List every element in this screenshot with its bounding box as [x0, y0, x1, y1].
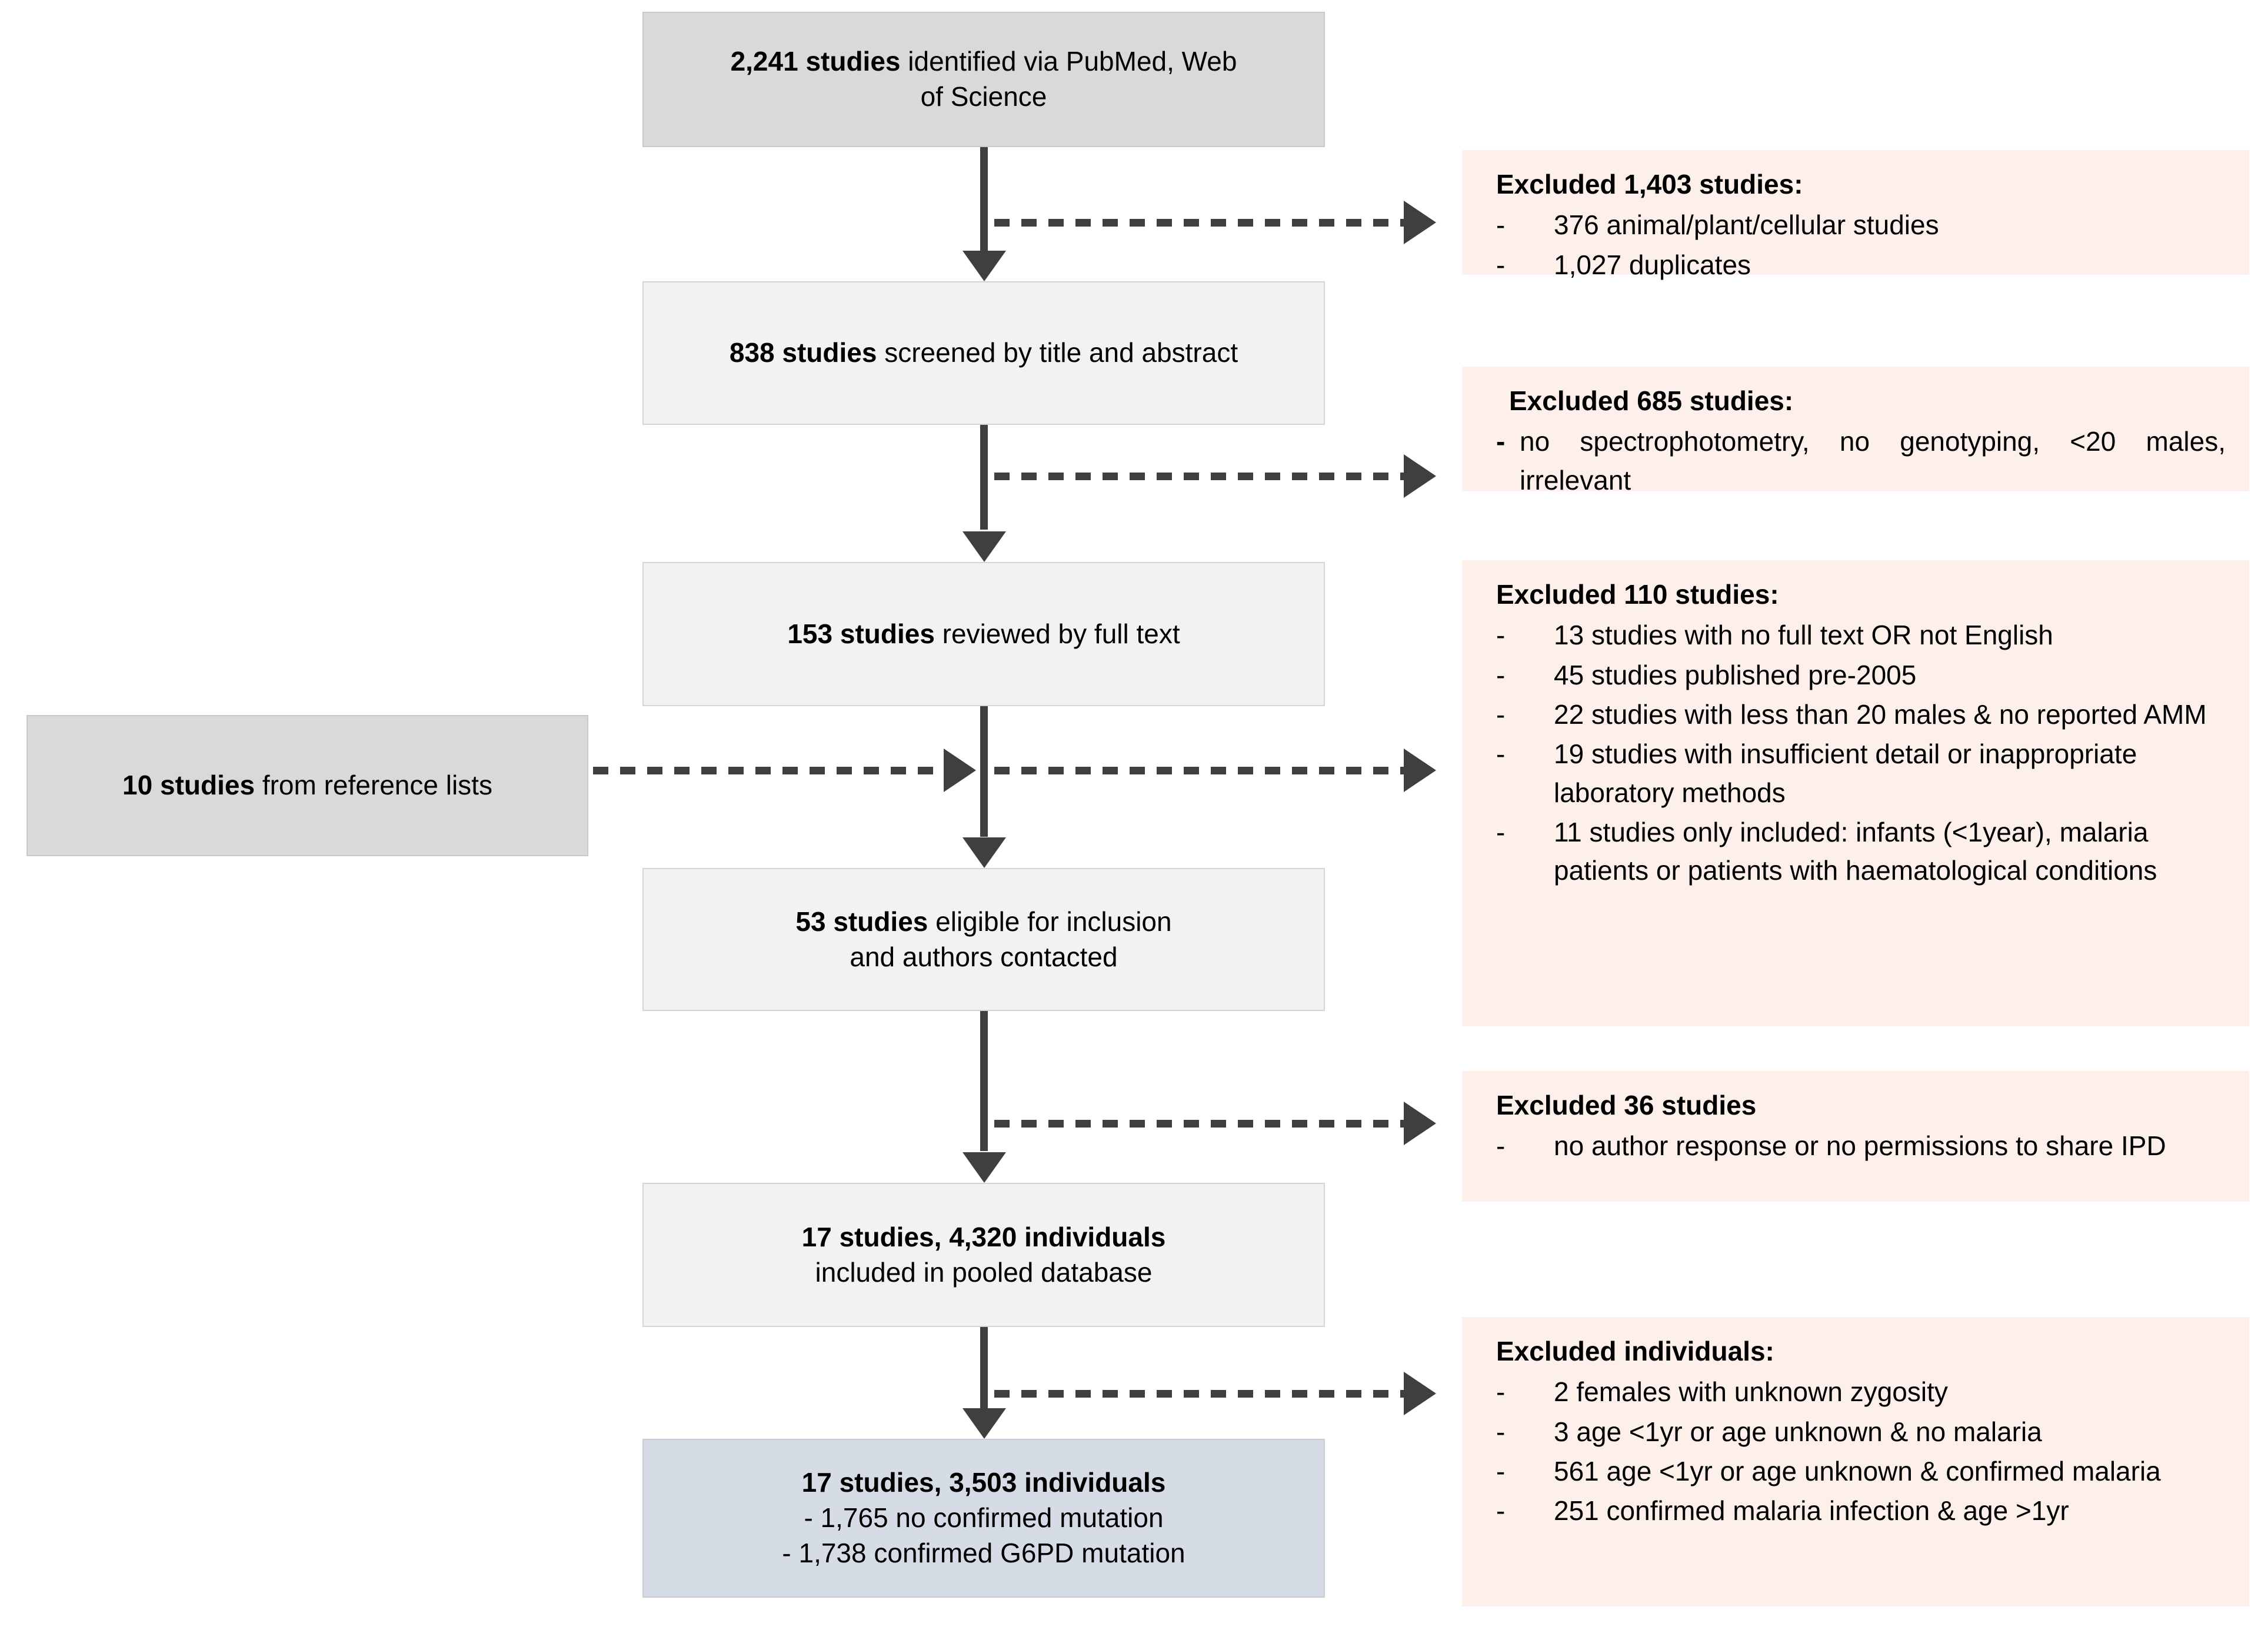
flow-box-pooled-line-2: included in pooled database	[815, 1256, 1153, 1288]
flow-box-eligible: 53 studies eligible for inclusion and au…	[642, 868, 1325, 1011]
flow-box-reference-lists: 10 studies from reference lists	[26, 715, 588, 856]
exclusion-title-excluded-1403: Excluded 1,403 studies:	[1496, 169, 1803, 199]
flow-box-identified-line-1: 2,241 studies identified via PubMed, Web	[730, 46, 1237, 77]
dashed-connector-reference-lists	[593, 767, 946, 774]
exclusion-list-excluded-1403: 376 animal/plant/cellular studies 1,027 …	[1496, 206, 2226, 284]
list-item: 2 females with unknown zygosity	[1496, 1373, 2226, 1412]
exclusion-list-excluded-individuals: 2 females with unknown zygosity 3 age <1…	[1496, 1373, 2226, 1531]
flow-box-eligible-line-1: 53 studies eligible for inclusion	[795, 906, 1172, 937]
exclusion-list-excluded-685: no spectrophotometry, no genotyping, <20…	[1496, 423, 2226, 500]
arrowhead-down-final	[963, 1408, 1006, 1439]
dashed-connector-excluded-individuals	[994, 1390, 1406, 1398]
dashed-connector-excluded-110	[994, 767, 1406, 774]
connector-eligible-to-pooled	[980, 1011, 988, 1151]
list-item: 561 age <1yr or age unknown & confirmed …	[1496, 1452, 2226, 1491]
dashed-connector-excluded-1403	[994, 219, 1406, 227]
exclusion-title-excluded-110: Excluded 110 studies:	[1496, 579, 1779, 610]
list-item: 11 studies only included: infants (<1yea…	[1496, 813, 2226, 890]
flow-box-final-line-1: 17 studies, 3,503 individuals	[801, 1467, 1166, 1498]
flow-box-reference-lists-line-1: 10 studies from reference lists	[122, 770, 492, 801]
exclusion-box-excluded-individuals: Excluded individuals: 2 females with unk…	[1462, 1317, 2249, 1607]
list-item: 3 age <1yr or age unknown & no malaria	[1496, 1413, 2226, 1452]
arrowhead-down-pooled	[963, 1152, 1006, 1183]
exclusion-box-excluded-110: Excluded 110 studies: 13 studies with no…	[1462, 560, 2249, 1026]
flow-box-screened-line-1: 838 studies screened by title and abstra…	[729, 337, 1238, 368]
list-item: 13 studies with no full text OR not Engl…	[1496, 616, 2226, 655]
exclusion-title-excluded-36: Excluded 36 studies	[1496, 1090, 1757, 1120]
connector-full-text-to-eligible	[980, 706, 988, 837]
flow-box-final-line-3: - 1,738 confirmed G6PD mutation	[782, 1537, 1185, 1568]
dashed-connector-excluded-685	[994, 473, 1406, 480]
exclusion-title-excluded-685: Excluded 685 studies:	[1509, 385, 1794, 416]
exclusion-title-excluded-individuals: Excluded individuals:	[1496, 1336, 1774, 1366]
list-item: 376 animal/plant/cellular studies	[1496, 206, 2226, 245]
arrowhead-right-excluded-1403	[1404, 201, 1436, 244]
list-item: 1,027 duplicates	[1496, 246, 2226, 285]
flow-box-eligible-line-2: and authors contacted	[850, 941, 1118, 972]
list-item: 22 studies with less than 20 males & no …	[1496, 696, 2226, 734]
arrowhead-right-excluded-individuals	[1404, 1372, 1436, 1415]
exclusion-list-excluded-36: no author response or no permissions to …	[1496, 1127, 2226, 1166]
flow-box-full-text-line-1: 153 studies reviewed by full text	[787, 618, 1180, 649]
flow-box-screened: 838 studies screened by title and abstra…	[642, 281, 1325, 425]
flow-box-final: 17 studies, 3,503 individuals - 1,765 no…	[642, 1439, 1325, 1598]
arrowhead-down-screened	[963, 251, 1006, 281]
flow-box-pooled: 17 studies, 4,320 individuals included i…	[642, 1183, 1325, 1327]
connector-pooled-to-final	[980, 1327, 988, 1408]
exclusion-box-excluded-685: Excluded 685 studies: no spectrophotomet…	[1462, 367, 2249, 495]
arrowhead-down-full-text	[963, 531, 1006, 562]
list-item: 251 confirmed malaria infection & age >1…	[1496, 1492, 2226, 1531]
arrowhead-down-eligible	[963, 837, 1006, 868]
exclusion-list-excluded-110: 13 studies with no full text OR not Engl…	[1496, 616, 2226, 890]
connector-screened-to-full-text	[980, 425, 988, 530]
flow-box-identified-line-2: of Science	[920, 81, 1047, 112]
list-item: no author response or no permissions to …	[1496, 1127, 2226, 1166]
connector-identified-to-screened	[980, 147, 988, 254]
arrowhead-right-excluded-110	[1404, 749, 1436, 792]
exclusion-box-excluded-1403: Excluded 1,403 studies: 376 animal/plant…	[1462, 150, 2249, 284]
dashed-connector-excluded-36	[994, 1120, 1406, 1128]
arrowhead-right-excluded-685	[1404, 454, 1436, 498]
flow-box-full-text: 153 studies reviewed by full text	[642, 562, 1325, 706]
list-item: 45 studies published pre-2005	[1496, 656, 2226, 695]
arrowhead-right-reference-lists	[944, 749, 976, 792]
list-item: 19 studies with insufficient detail or i…	[1496, 735, 2226, 812]
exclusion-box-excluded-36: Excluded 36 studies no author response o…	[1462, 1071, 2249, 1202]
flow-box-pooled-line-1: 17 studies, 4,320 individuals	[801, 1221, 1166, 1252]
flow-box-identified: 2,241 studies identified via PubMed, Web…	[642, 12, 1325, 147]
list-item: no spectrophotometry, no genotyping, <20…	[1496, 423, 2226, 500]
flow-box-final-line-2: - 1,765 no confirmed mutation	[804, 1502, 1164, 1534]
arrowhead-right-excluded-36	[1404, 1102, 1436, 1145]
